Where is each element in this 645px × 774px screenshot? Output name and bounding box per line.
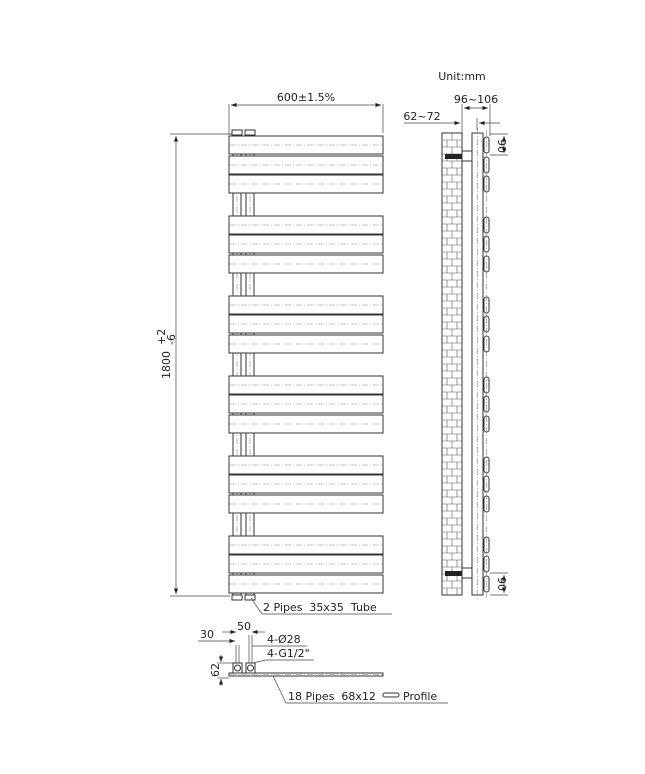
- bottom-spacing-dimension: 90: [495, 577, 508, 591]
- pipes-callout: 2 Pipes 35x35 Tube: [263, 601, 377, 614]
- panel-group-5: [228, 455, 384, 514]
- depth-dimension: 96~106: [454, 93, 498, 106]
- panel-group-6: [228, 535, 384, 594]
- height-62-dimension: 62: [209, 663, 222, 677]
- front-view: 600±1.5% 1800 +2 -6: [155, 91, 392, 615]
- top-bracket: [445, 154, 463, 159]
- profile-shape-icon: [382, 692, 400, 698]
- dim-30: 30: [200, 628, 214, 641]
- panel-group-3: [228, 295, 384, 354]
- panel-group-2: [228, 215, 384, 274]
- svg-text:-6: -6: [165, 334, 178, 345]
- panel-group-4: [228, 375, 384, 434]
- brick-wall: [441, 132, 463, 596]
- hole-callout: 4-Ø28: [267, 633, 301, 646]
- profile-callout: 18 Pipes 68x12: [288, 690, 376, 703]
- profile-label: Profile: [403, 690, 437, 703]
- width-dimension: 600±1.5%: [277, 91, 335, 104]
- top-spacing-dimension: 90: [495, 139, 508, 153]
- panel-group-1: [228, 135, 384, 194]
- unit-label: Unit:mm: [438, 70, 486, 83]
- thread-callout: 4-G1/2": [267, 647, 310, 660]
- bottom-bracket: [445, 571, 463, 576]
- wall-gap-dimension: 62~72: [403, 110, 440, 123]
- bottom-view: 30 50 4-Ø28 4-G1/2" 62 18 Pipes 68x12 Pr…: [198, 620, 448, 704]
- svg-text:1800: 1800: [160, 351, 173, 379]
- side-view: Unit:mm: [403, 70, 508, 600]
- height-dimension: 1800 +2 -6: [155, 329, 178, 379]
- svg-text:+2: +2: [155, 329, 168, 345]
- dim-50: 50: [237, 620, 251, 633]
